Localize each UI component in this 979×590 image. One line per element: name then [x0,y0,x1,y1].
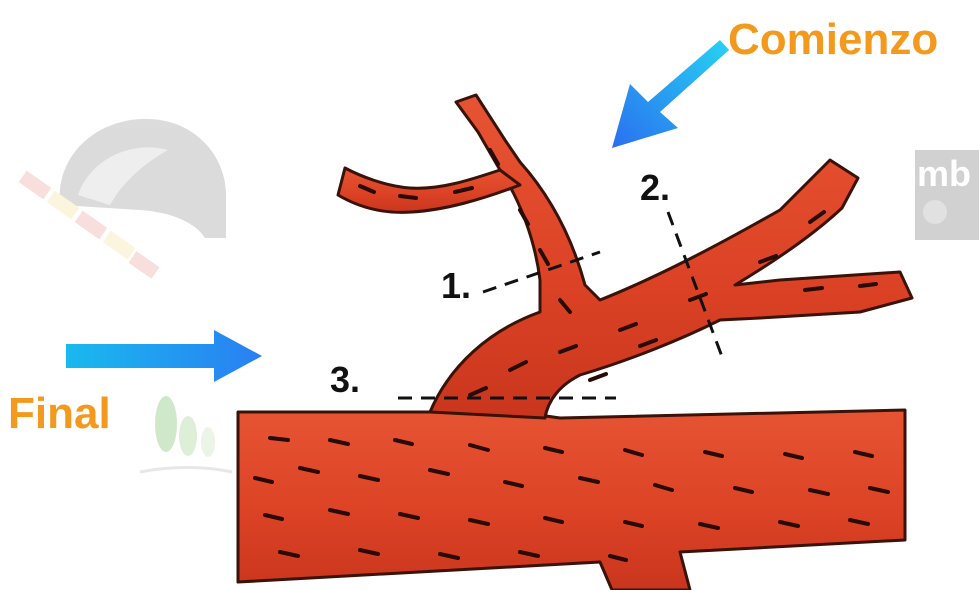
marker-label-1: 1. [441,265,471,306]
start-label: Comienzo [728,18,938,62]
right-watermark: mb [915,150,979,240]
trees-logo-icon [140,396,232,472]
start-arrow [612,40,729,148]
end-label: Final [8,392,111,436]
watermark-text: mb [917,153,971,194]
marker-label-3: 3. [330,359,360,400]
main-vessel [238,410,905,590]
marker-label-2: 2. [640,167,670,208]
helmet-logo-icon [19,119,226,279]
branch-vessel [430,95,912,418]
vessel-tree [238,95,912,590]
end-arrow [66,330,262,382]
